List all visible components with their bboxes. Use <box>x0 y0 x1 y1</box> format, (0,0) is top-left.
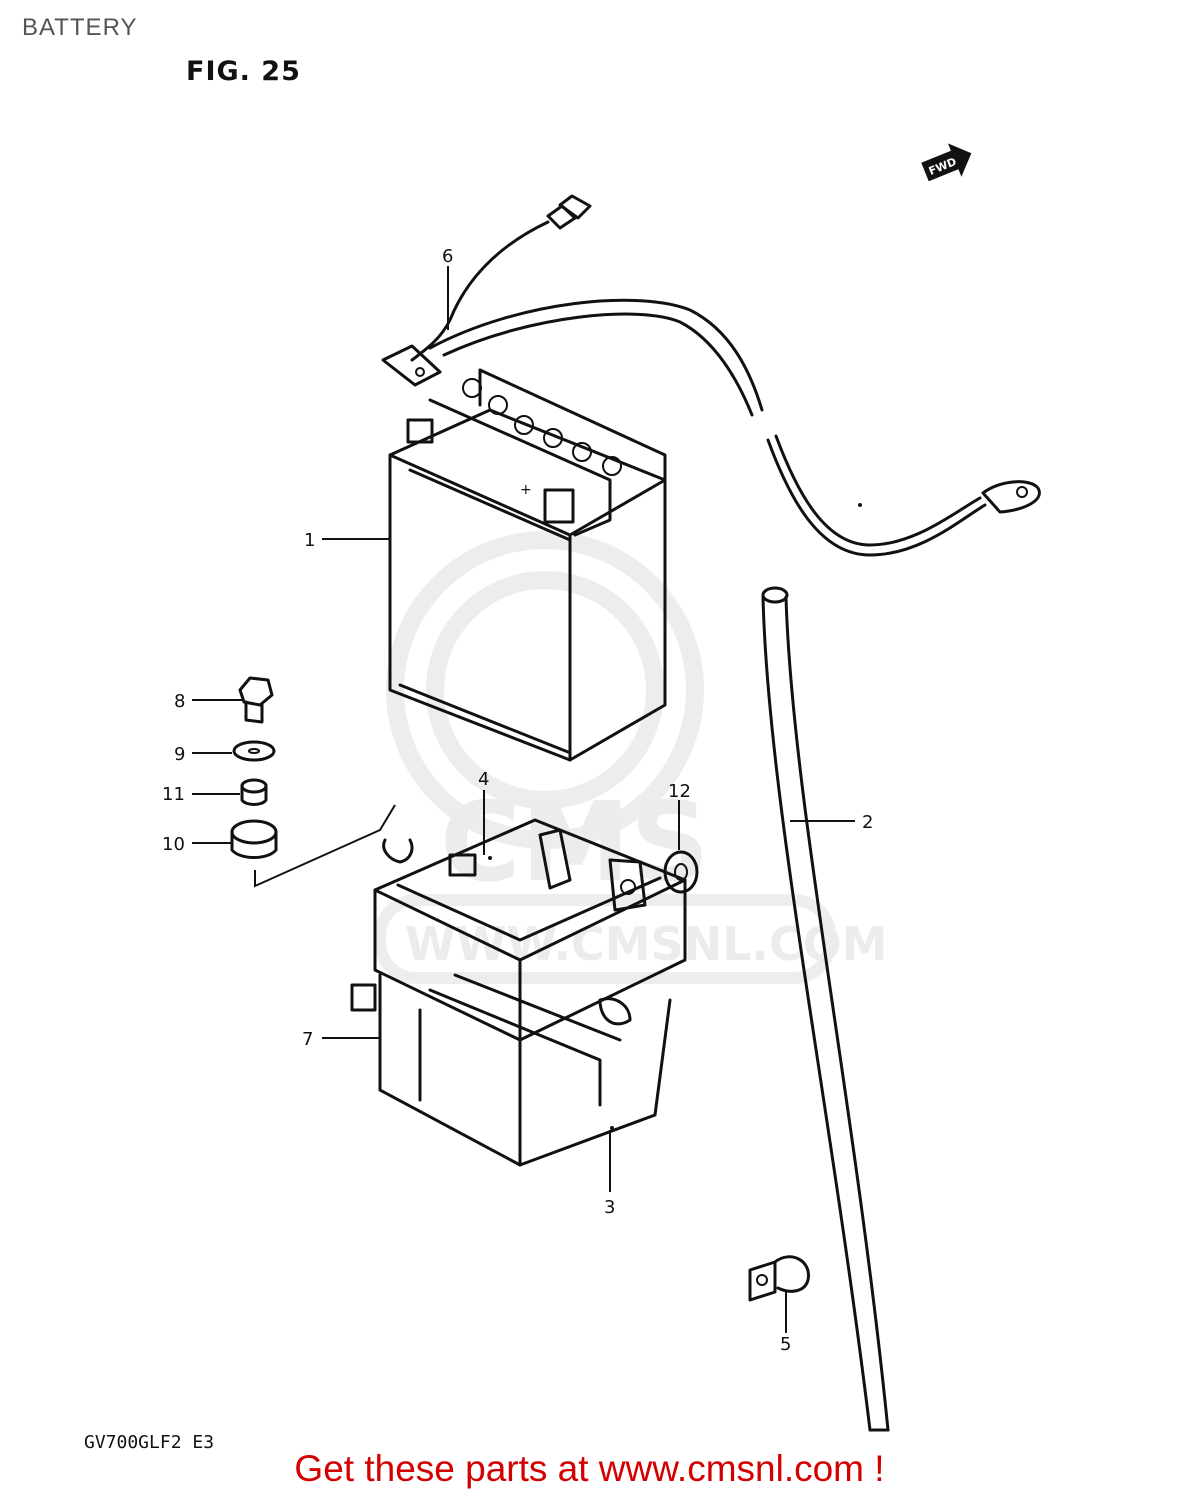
callout-3: 3 <box>604 1197 615 1218</box>
part-5-clamp <box>748 1255 810 1302</box>
callout-6: 6 <box>442 246 453 267</box>
part-10-grommet <box>230 804 396 888</box>
part-3-battery-tray <box>350 818 687 1167</box>
callout-4: 4 <box>478 769 489 790</box>
callout-labels: 1 2 3 4 5 6 7 8 9 10 11 12 <box>162 246 873 1355</box>
callout-7: 7 <box>302 1029 313 1050</box>
part-11-collar <box>240 778 268 806</box>
watermark-site: WWW.CMSNL.COM <box>405 917 888 971</box>
callout-11: 11 <box>162 784 185 805</box>
part-8-bolt <box>238 676 274 724</box>
part-2-hose-upper <box>766 434 1041 557</box>
figure-label: FIG. 25 <box>186 56 301 87</box>
callout-5: 5 <box>780 1334 791 1355</box>
part-6-lead-wire <box>381 194 764 417</box>
leader-lines <box>192 266 855 1333</box>
page-title: BATTERY <box>22 14 138 41</box>
part-2-hose <box>761 586 890 1432</box>
callout-9: 9 <box>174 744 185 765</box>
forward-direction-arrow: FWD <box>921 143 972 182</box>
part-9-washer <box>232 740 276 762</box>
callout-2: 2 <box>862 812 873 833</box>
callout-10: 10 <box>162 834 185 855</box>
part-1-battery: + <box>388 368 667 762</box>
callout-8: 8 <box>174 691 185 712</box>
model-code: GV700GLF2 E3 <box>84 1432 215 1453</box>
buy-parts-link[interactable]: Get these parts at www.cmsnl.com ! <box>294 1448 885 1489</box>
callout-12: 12 <box>668 781 691 802</box>
svg-text:+: + <box>520 482 532 498</box>
callout-1: 1 <box>304 530 315 551</box>
